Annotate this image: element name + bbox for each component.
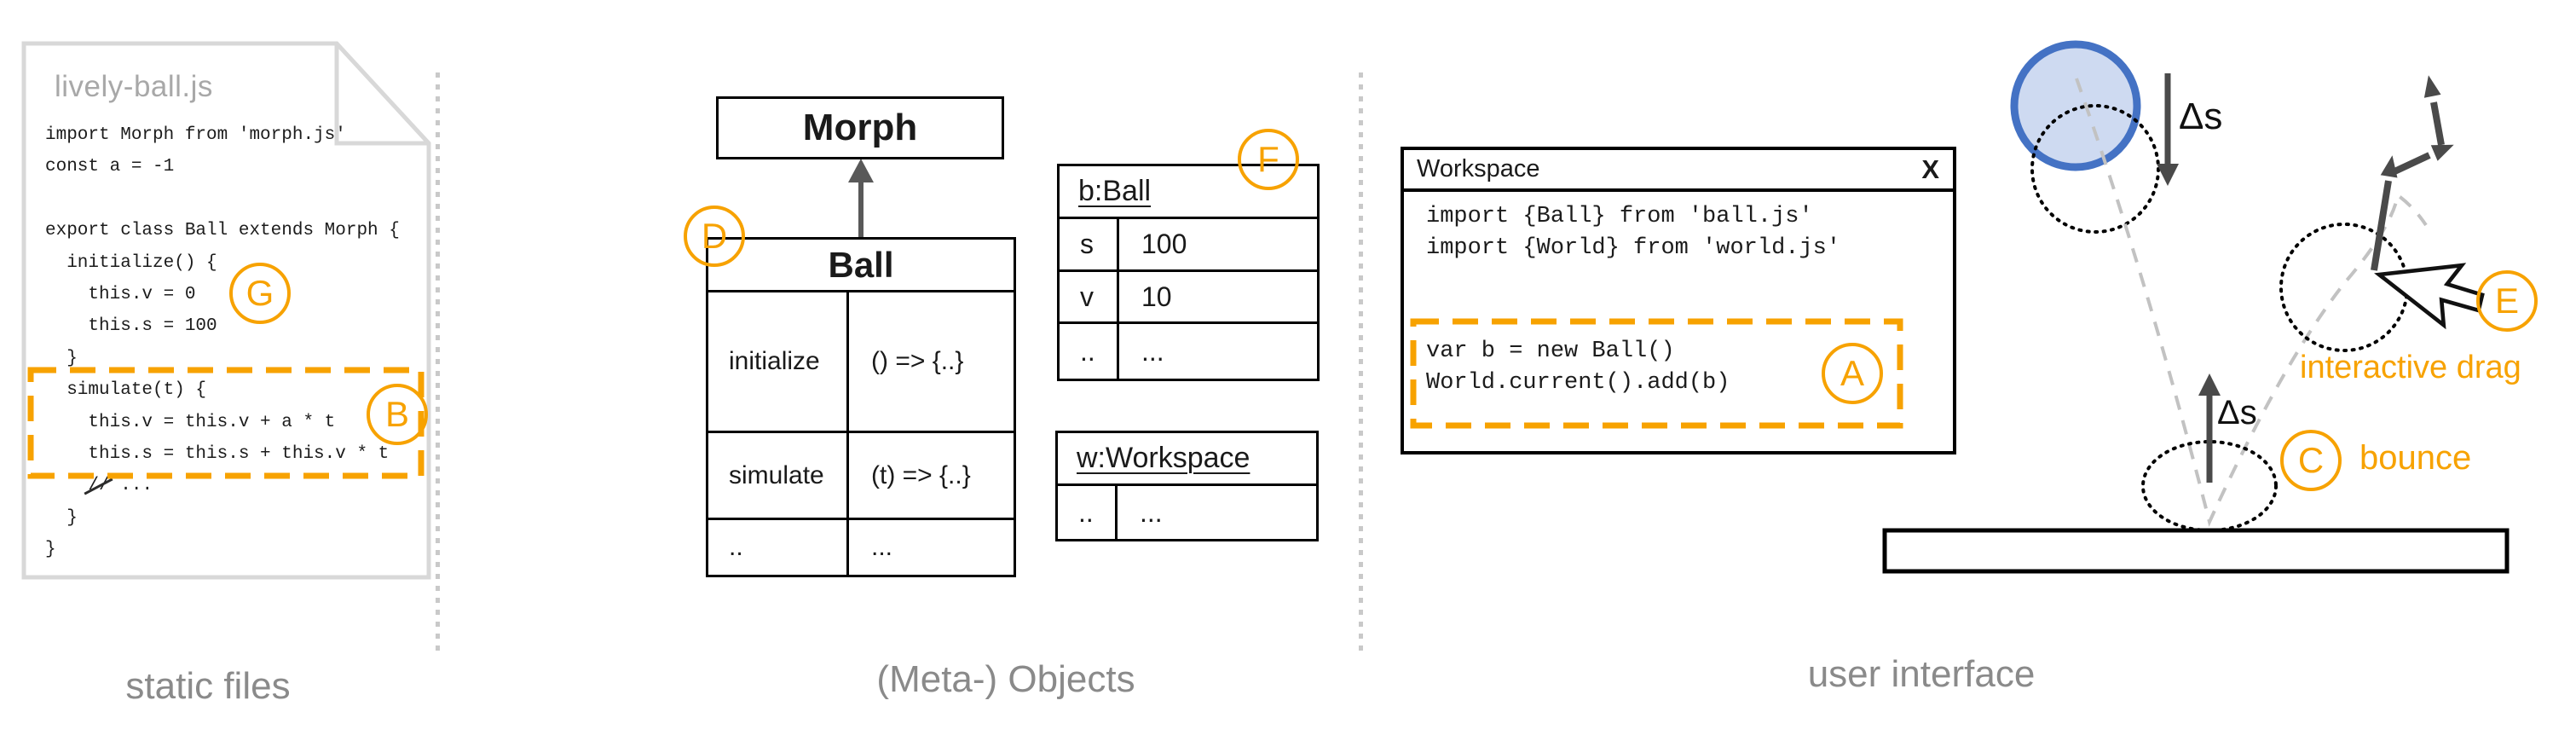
section-label-meta-objects: (Meta-) Objects	[876, 658, 1135, 700]
ball-class-table-header: Ball	[708, 240, 1014, 292]
drag-path-segment	[2430, 101, 2445, 146]
slot-name-cell: v	[1060, 272, 1119, 321]
code-line: World.current().add(b)	[1426, 370, 1730, 396]
method-value-cell: (t) => {..}	[871, 460, 971, 489]
delta-s-label-bounce: Δs	[2217, 394, 2257, 431]
code-line: export class Ball extends Morph {	[45, 221, 400, 241]
slot-name-cell: ..	[1060, 324, 1119, 379]
annotation-marker-f: F	[1238, 129, 1299, 190]
slot-value-cell: 10	[1141, 281, 1172, 312]
workspace-window-title: Workspace	[1417, 155, 1540, 182]
workspace-instance-title: w:Workspace	[1077, 442, 1250, 474]
ball-instance-table: b:Ball s 100 v 10 .. ...	[1057, 164, 1320, 381]
method-value-cell: () => {..}	[871, 347, 964, 375]
code-line: import {World} from 'world.js'	[1426, 235, 1841, 261]
drag-arrow-head-icon	[2380, 155, 2398, 178]
code-line: simulate(t) {	[45, 380, 207, 401]
table-row: s 100	[1060, 219, 1317, 272]
ball-ghost-circle-top	[2030, 104, 2160, 234]
panel-divider-right	[1359, 72, 1363, 654]
workspace-window: Workspace X import {Ball} from 'ball.js'…	[1401, 147, 1956, 454]
method-name-cell: initialize	[708, 292, 849, 431]
code-line: var b = new Ball()	[1426, 339, 1675, 364]
table-row: .. ...	[1058, 486, 1316, 539]
slot-value-cell: ...	[1140, 496, 1163, 528]
workspace-instance-table: w:Workspace .. ...	[1055, 431, 1319, 541]
annotation-marker-c: C	[2280, 430, 2342, 491]
code-line: }	[45, 348, 78, 368]
annotation-marker-a: A	[1822, 343, 1883, 404]
inheritance-arrow-head-icon	[848, 159, 874, 182]
comment-ellipsis: ...	[109, 476, 153, 496]
table-row: initialize () => {..}	[708, 292, 1014, 433]
slot-value-cell: 100	[1141, 229, 1187, 259]
code-line: const a = -1	[45, 157, 175, 177]
section-label-static-files: static files	[125, 665, 291, 707]
struck-comment-token: //	[88, 470, 109, 501]
code-line: this.v = this.v + a * t	[45, 412, 336, 432]
close-icon[interactable]: X	[1921, 153, 1939, 184]
ball-ghost-circle-bounce	[2141, 440, 2278, 532]
indent	[45, 476, 88, 495]
workspace-eval-code[interactable]: var b = new Ball() World.current().add(b…	[1426, 336, 1730, 399]
file-code-block: import Morph from 'morph.js' const a = -…	[45, 119, 400, 565]
delta-s-up-arrow-head-icon	[2198, 373, 2221, 396]
code-line	[45, 183, 400, 215]
code-line: this.v = 0	[45, 284, 196, 304]
cursor-icon[interactable]	[2374, 229, 2494, 336]
code-line: this.s = 100	[45, 316, 217, 337]
slot-name-cell: ..	[1058, 486, 1118, 539]
bounce-label: bounce	[2359, 439, 2472, 477]
ball-ghost-circle-drag	[2279, 223, 2409, 352]
annotation-marker-g: G	[229, 263, 291, 324]
slot-value-cell: ...	[1141, 335, 1164, 367]
workspace-titlebar[interactable]: Workspace X	[1404, 150, 1953, 192]
drag-arrow-head-icon	[2430, 144, 2454, 161]
annotation-marker-b: B	[367, 384, 428, 445]
ball-instance-title: b:Ball	[1078, 175, 1152, 207]
table-row: .. ...	[708, 520, 1014, 575]
delta-s-down-arrow-head-icon	[2157, 164, 2179, 186]
ball-class-title: Ball	[828, 244, 894, 285]
workspace-import-code[interactable]: import {Ball} from 'ball.js' import {Wor…	[1426, 201, 1840, 264]
file-name: lively-ball.js	[55, 70, 213, 103]
workspace-instance-table-header: w:Workspace	[1058, 433, 1316, 486]
code-line: }	[45, 507, 78, 528]
drag-path-segment	[2389, 152, 2431, 177]
ball-morph[interactable]	[2010, 40, 2141, 171]
code-line: import {Ball} from 'ball.js'	[1426, 204, 1813, 229]
code-line: import Morph from 'morph.js'	[45, 125, 346, 145]
drag-arrow-head-icon	[2423, 75, 2441, 98]
panel-divider-left	[436, 72, 440, 654]
code-line-struck-comment: // ...	[45, 470, 400, 501]
table-row: simulate (t) => {..}	[708, 433, 1014, 520]
ground-platform	[1882, 528, 2510, 574]
drag-path-segment	[2371, 180, 2392, 271]
code-line: initialize() {	[45, 252, 217, 273]
interactive-drag-label: interactive drag	[2300, 350, 2521, 385]
morph-class-label: Morph	[802, 107, 918, 148]
method-name-cell: simulate	[708, 433, 849, 518]
annotation-marker-e: E	[2476, 270, 2538, 332]
method-name-cell: ..	[708, 520, 849, 575]
code-line: }	[45, 540, 56, 560]
ball-instance-table-header: b:Ball	[1060, 166, 1317, 219]
ball-class-table: Ball initialize () => {..} simulate (t) …	[706, 237, 1016, 577]
annotation-marker-d: D	[684, 206, 745, 267]
slot-name-cell: s	[1060, 219, 1119, 269]
code-line: this.s = this.s + this.v * t	[45, 443, 390, 464]
morph-class-box: Morph	[716, 96, 1004, 159]
section-label-user-interface: user interface	[1807, 653, 2036, 695]
table-row: v 10	[1060, 272, 1317, 324]
delta-s-label-fall: Δs	[2179, 96, 2223, 137]
method-value-cell: ...	[871, 533, 893, 561]
table-row: .. ...	[1060, 324, 1317, 379]
